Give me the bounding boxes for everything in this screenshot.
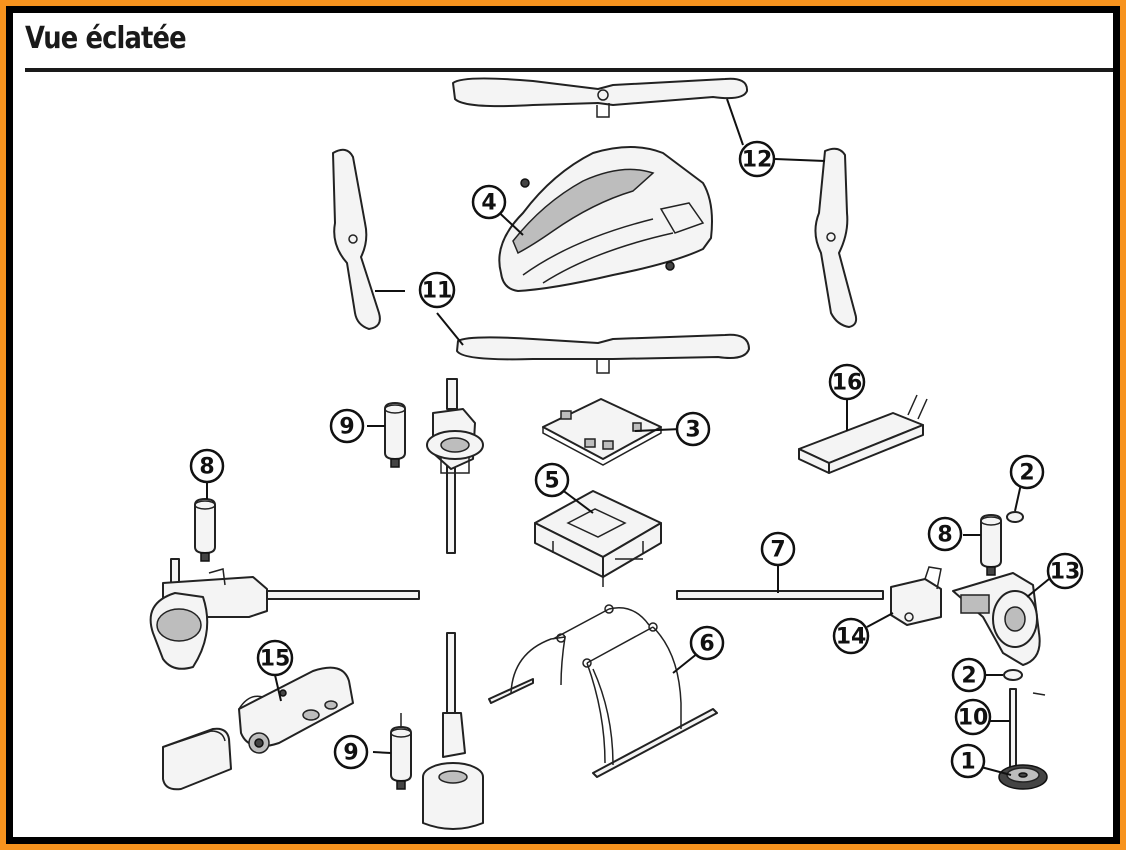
propeller-bottom: [456, 333, 750, 374]
callout-label: 10: [958, 706, 989, 731]
callout-label: 11: [422, 279, 453, 304]
callout-label: 5: [544, 469, 559, 494]
camera-module: [238, 666, 354, 754]
callout-label: 12: [742, 148, 773, 173]
motor-right: [980, 514, 1002, 576]
exploded-view-diagram: 1 2 2 3 4 5 6: [149, 77, 1084, 830]
callout-3: 3: [675, 411, 711, 447]
callout-8-right: 8: [927, 516, 963, 552]
callout-2-top: 2: [1009, 454, 1045, 490]
washer-bottom: [1003, 669, 1023, 681]
callout-5: 5: [534, 462, 570, 498]
gearbox-housing: [952, 572, 1041, 666]
callout-15: 15: [256, 639, 294, 677]
propeller-top: [452, 77, 749, 118]
motor-top: [384, 402, 406, 468]
battery: [798, 394, 928, 474]
boom-right: [676, 590, 884, 600]
callout-label: 13: [1050, 560, 1081, 585]
main-gear: [998, 764, 1048, 790]
callout-label: 7: [770, 538, 785, 563]
leader-lines: [206, 98, 1050, 776]
landing-skid: [488, 604, 718, 778]
callout-16: 16: [828, 363, 866, 401]
callout-label: 2: [1019, 461, 1034, 486]
callout-6: 6: [689, 625, 725, 661]
callout-12: 12: [738, 140, 776, 178]
motor-mount-left: [149, 558, 268, 670]
callout-label: 16: [832, 371, 863, 396]
callout-8-left: 8: [189, 448, 225, 484]
callout-label: 8: [937, 523, 952, 548]
callout-label: 9: [339, 415, 354, 440]
callout-label: 8: [199, 455, 214, 480]
callout-4: 4: [471, 184, 507, 220]
propeller-left: [332, 148, 381, 330]
callout-13: 13: [1046, 552, 1084, 590]
camera-cover: [162, 727, 232, 791]
callout-2-bottom: 2: [951, 657, 987, 693]
motor-mount-bottom: [422, 712, 484, 830]
canopy: [498, 146, 713, 292]
callout-14: 14: [832, 617, 870, 655]
callout-label: 9: [343, 741, 358, 766]
title-rule: [25, 68, 1113, 72]
page-title: Vue éclatée: [25, 21, 187, 56]
callout-label: 2: [961, 664, 976, 689]
callout-1: 1: [950, 743, 986, 779]
motor-mount-right: [890, 566, 942, 626]
washer-top: [1006, 511, 1024, 523]
boom-left: [252, 590, 420, 600]
callout-label: 3: [685, 418, 700, 443]
main-frame: [534, 490, 662, 587]
diagram-page: Vue éclatée: [13, 13, 1113, 837]
callout-label: 14: [836, 625, 867, 650]
callout-7: 7: [760, 531, 796, 567]
main-shaft: [1009, 688, 1046, 770]
callout-9-bottom: 9: [333, 734, 369, 770]
callout-label: 4: [481, 191, 496, 216]
callout-9-top: 9: [329, 408, 365, 444]
motor-mount-top: [426, 378, 484, 474]
motor-left: [194, 498, 216, 562]
page-border: Vue éclatée: [6, 6, 1120, 844]
propeller-right: [814, 147, 858, 328]
motor-bottom: [390, 713, 412, 790]
callout-label: 6: [699, 632, 714, 657]
callout-10: 10: [954, 698, 992, 736]
callout-11: 11: [418, 271, 456, 309]
control-board: [542, 398, 662, 466]
callout-label: 15: [260, 647, 291, 672]
callout-label: 1: [960, 750, 975, 775]
